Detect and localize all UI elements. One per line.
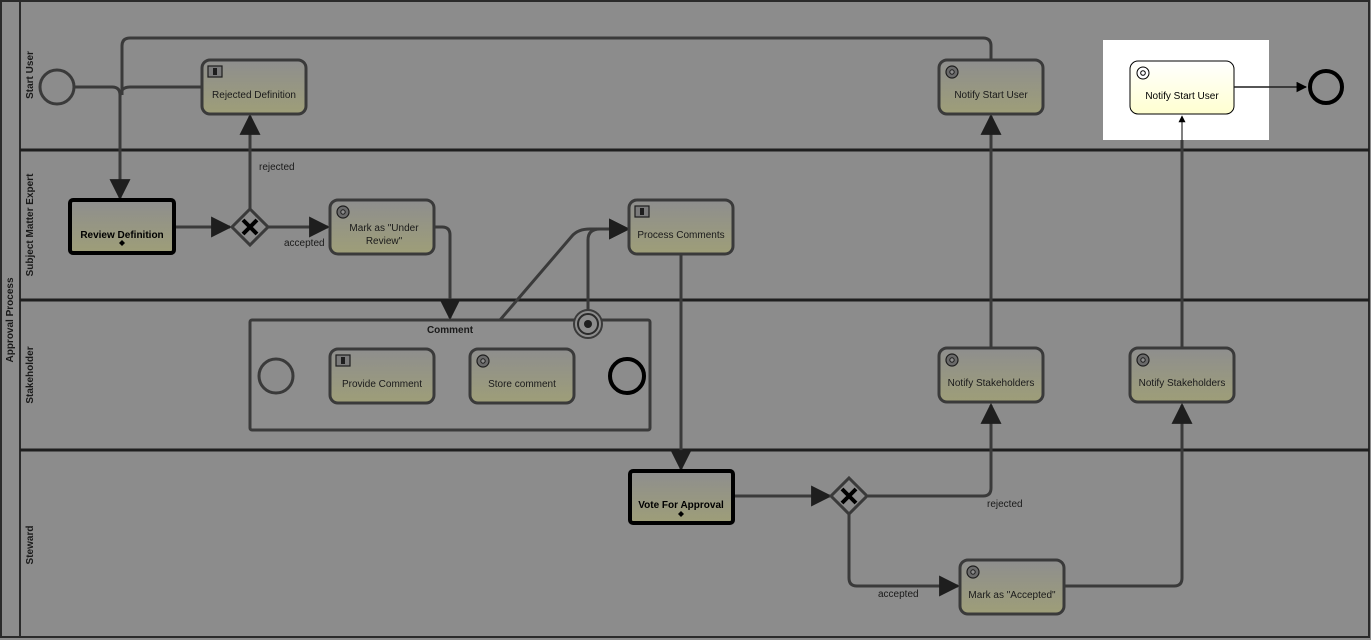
flow-under-review-to-comment [434, 225, 461, 321]
task-label: Provide Comment [342, 379, 422, 390]
task-rejected-definition[interactable]: Rejected Definition [200, 58, 308, 116]
gateway-exclusive-1[interactable] [229, 206, 271, 248]
task-vote-for-approval[interactable]: Vote For Approval [628, 469, 735, 525]
flow-gateway-to-mark-accepted [847, 514, 961, 597]
flow-comment-to-process [498, 218, 631, 321]
task-notify-start-user-active[interactable]: Notify Start User [1129, 60, 1371, 146]
flow-notify-loop-to-review [120, 36, 993, 95]
task-review-definition[interactable]: Review Definition [68, 198, 176, 255]
subprocess-end-event[interactable] [608, 357, 646, 395]
flow-label-accepted: accepted [284, 238, 325, 249]
gear-icon [945, 353, 959, 367]
x-icon [241, 218, 259, 236]
task-provide-comment[interactable]: Provide Comment [328, 347, 436, 405]
task-label: Rejected Definition [212, 90, 296, 101]
task-label: Store comment [488, 379, 556, 390]
gear-icon [945, 65, 959, 79]
x-icon [840, 487, 858, 505]
gear-icon [1136, 66, 1150, 80]
task-notify-start-user[interactable]: Notify Start User [937, 58, 1045, 116]
pool-label: Approval Process [5, 277, 16, 362]
task-label: Process Comments [637, 230, 724, 241]
boundary-event[interactable] [573, 309, 603, 339]
lane-label-steward: Steward [25, 526, 36, 565]
user-task-icon [207, 65, 223, 78]
gear-icon [336, 205, 350, 219]
task-notify-stakeholders[interactable]: Notify Stakeholders [937, 346, 1045, 404]
lane-separators [20, 148, 1369, 452]
user-task-icon [634, 205, 650, 218]
task-label: Mark as "Accepted" [968, 590, 1056, 601]
gear-icon [476, 354, 490, 368]
sequence-flows [74, 36, 1193, 597]
task-label: Notify Stakeholders [1139, 378, 1226, 389]
flow-label-rejected: rejected [259, 162, 295, 173]
gear-icon [1136, 353, 1150, 367]
loop-marker-icon [119, 240, 125, 246]
task-label: Mark as "Under [349, 223, 419, 234]
subprocess-comment[interactable]: Comment Provide Comment Store comment [248, 318, 652, 432]
lane-label-stakeholder: Stakeholder [25, 346, 36, 403]
flow-label-accepted: accepted [878, 589, 919, 600]
flow-boundary-to-process [586, 218, 631, 311]
task-notify-stakeholders[interactable]: Notify Stakeholders [1128, 346, 1236, 404]
task-label: Vote For Approval [638, 500, 724, 511]
loop-marker-icon [678, 511, 684, 517]
task-label: Review Definition [80, 230, 163, 241]
gear-icon [966, 565, 980, 579]
task-label: Review" [366, 236, 403, 247]
flow-mark-accepted-to-notify-stakeholders [1064, 402, 1193, 588]
task-mark-accepted[interactable]: Mark as "Accepted" [958, 558, 1066, 616]
lane-label-start-user: Start User [25, 51, 36, 99]
start-event[interactable] [38, 68, 76, 106]
flow-label-rejected: rejected [987, 499, 1023, 510]
task-label: Notify Start User [1145, 91, 1219, 102]
subprocess-label: Comment [427, 325, 474, 336]
task-mark-under-review[interactable]: Mark as "Under Review" [328, 198, 436, 256]
flow-gateway-to-notify-stakeholders [868, 402, 1002, 498]
task-store-comment[interactable]: Store comment [468, 347, 576, 405]
task-label: Notify Start User [954, 90, 1028, 101]
user-task-icon [335, 354, 351, 367]
lane-label-subject-matter-expert: Subject Matter Expert [25, 173, 36, 276]
subprocess-start-event[interactable] [257, 357, 295, 395]
gateway-exclusive-2[interactable] [828, 475, 870, 517]
task-process-comments[interactable]: Process Comments [627, 198, 735, 256]
end-event[interactable] [1308, 69, 1344, 105]
task-label: Notify Stakeholders [948, 378, 1035, 389]
